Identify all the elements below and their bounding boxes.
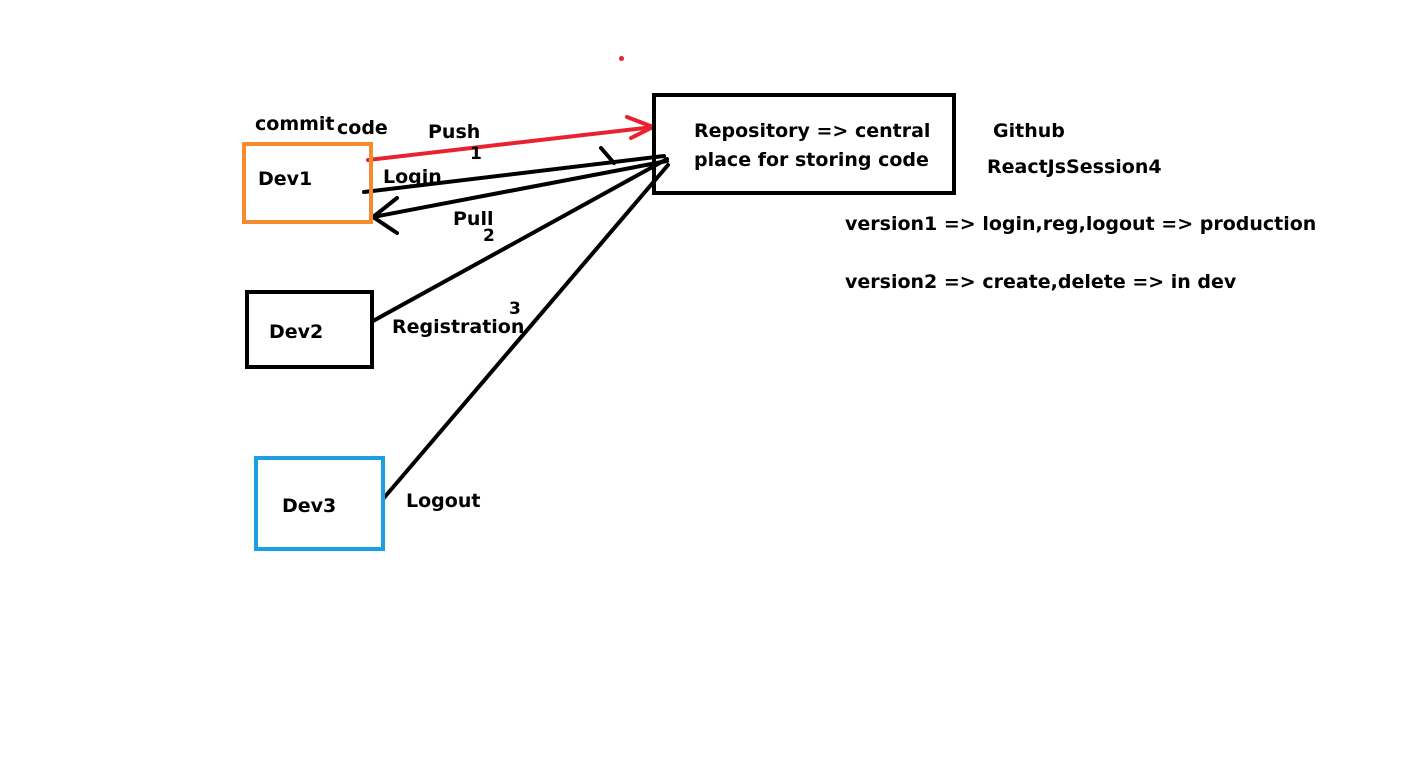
step-2-label: 2: [483, 226, 495, 246]
push-label: Push: [428, 121, 481, 143]
pull-arrowhead: [371, 196, 399, 235]
version2-note: version2 => create,delete => in dev: [845, 271, 1237, 293]
step-3-label: 3: [509, 299, 521, 319]
login-label: Login: [383, 166, 442, 188]
registration-line: [371, 157, 669, 323]
dev2-box: [245, 290, 374, 369]
login-tick: [599, 146, 616, 165]
repository-text: Repository => central place for storing …: [694, 117, 930, 175]
logout-line: [381, 163, 670, 501]
dev3-label: Dev3: [282, 495, 337, 517]
dev1-label: Dev1: [258, 168, 313, 190]
pull-arrow: [371, 159, 669, 219]
dev3-box: [254, 456, 385, 551]
pull-label: Pull: [453, 208, 494, 230]
dev1-box: [242, 142, 373, 224]
stray-dot: [619, 56, 624, 61]
code-label: code: [337, 117, 388, 139]
registration-label: Registration: [392, 316, 525, 338]
repository-line-2: place for storing code: [694, 149, 929, 171]
repository-line-1: Repository => central: [694, 120, 931, 142]
step-1-label: 1: [470, 144, 482, 164]
github-label: Github: [993, 120, 1065, 142]
dev2-label: Dev2: [269, 321, 324, 343]
version1-note: version1 => login,reg,logout => producti…: [845, 213, 1317, 235]
logout-label: Logout: [406, 490, 481, 512]
repository-box: Repository => central place for storing …: [652, 93, 956, 195]
commit-label: commit: [255, 113, 335, 135]
repo-name-label: ReactJsSession4: [987, 156, 1162, 178]
push-arrow: [366, 125, 655, 162]
